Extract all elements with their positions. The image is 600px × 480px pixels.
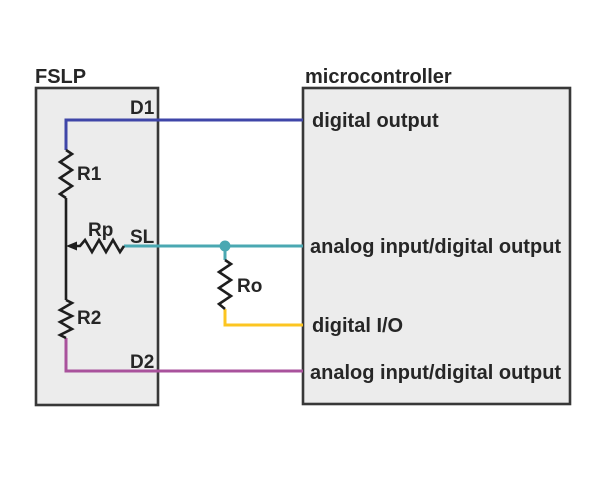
resistor-r2	[57, 298, 75, 340]
microcontroller-box	[301, 86, 572, 406]
wiper-arrow-icon	[66, 241, 77, 251]
resistor-ro	[216, 258, 234, 310]
resistor-label-ro: Ro	[237, 276, 262, 297]
pin-label-d2: D2	[130, 352, 154, 373]
resistor-r1	[57, 148, 75, 200]
wire-d2	[64, 338, 303, 373]
resistor-label-r1: R1	[77, 164, 102, 185]
resistor-label-r2: R2	[77, 308, 101, 329]
mcu-pin-digital-output: digital output	[312, 110, 439, 132]
resistor-label-rp: Rp	[88, 220, 113, 241]
junction-dot	[219, 240, 231, 252]
pin-label-d1: D1	[130, 98, 155, 119]
mcu-pin-analog-input-digital-output-2: analog input/digital output	[310, 362, 561, 384]
wire-d1	[64, 118, 303, 150]
mcu-pin-analog-input-digital-output-1: analog input/digital output	[310, 236, 561, 258]
microcontroller-title: microcontroller	[305, 66, 452, 88]
resistor-rp	[76, 237, 126, 255]
pin-label-sl: SL	[130, 227, 155, 248]
fslp-title: FSLP	[35, 66, 86, 88]
wire-ro-pulldown	[223, 309, 303, 327]
mcu-pin-digital-io: digital I/O	[312, 315, 403, 337]
